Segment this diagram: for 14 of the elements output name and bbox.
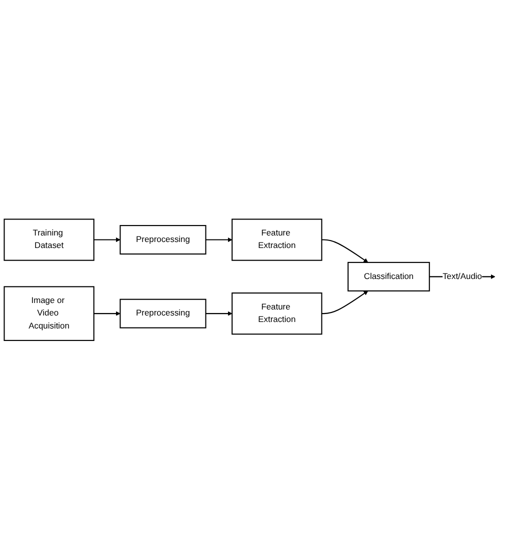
node-box: Preprocessing bbox=[120, 298, 206, 328]
node-box: Classification bbox=[348, 262, 430, 292]
arrow bbox=[322, 290, 368, 314]
node-box: Feature Extraction bbox=[232, 292, 322, 335]
arrow bbox=[322, 239, 368, 263]
arrow bbox=[206, 311, 232, 316]
arrow bbox=[94, 311, 120, 316]
node-box: Feature Extraction bbox=[232, 218, 322, 262]
node-box: Image or Video Acquisition bbox=[4, 286, 94, 342]
arrow bbox=[206, 238, 232, 242]
edge-label: Text/Audio bbox=[442, 272, 482, 282]
arrow bbox=[94, 238, 120, 242]
node-box: Preprocessing bbox=[120, 225, 206, 255]
node-box: Training Dataset bbox=[4, 218, 94, 262]
